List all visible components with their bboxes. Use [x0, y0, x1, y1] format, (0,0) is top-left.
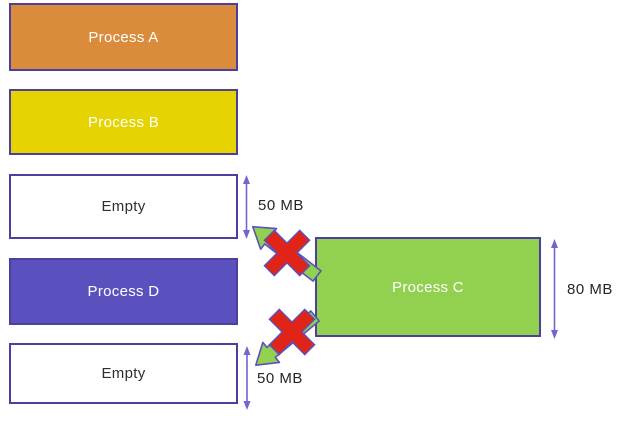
memory-block-empty-1: Empty — [9, 174, 238, 239]
measure-arrow-process-c-icon — [551, 239, 558, 339]
memory-block-empty-2: Empty — [9, 343, 238, 404]
memory-block-label: Empty — [101, 198, 146, 215]
memory-block-label: Empty — [101, 365, 146, 382]
size-label-empty-2: 50 MB — [257, 370, 303, 387]
measure-arrow-empty-2-icon — [243, 346, 251, 410]
move-arrow-upper-icon — [251, 225, 322, 282]
memory-block-label: Process B — [87, 113, 160, 131]
blocked-cross-upper-icon — [263, 229, 311, 277]
memory-block-process-a: Process A — [9, 3, 238, 71]
memory-block-label: Process D — [87, 283, 160, 300]
memory-block-process-d: Process D — [9, 258, 238, 325]
memory-block-process-b: Process B — [9, 89, 238, 155]
memory-block-label: Process A — [88, 28, 159, 46]
memory-block-label: Process C — [392, 278, 464, 296]
memory-block-process-c: Process C — [315, 237, 541, 337]
measure-arrow-empty-1-icon — [243, 175, 250, 239]
size-label-process-c: 80 MB — [567, 281, 613, 298]
size-label-empty-1: 50 MB — [258, 197, 304, 214]
move-arrow-lower-icon — [254, 310, 320, 366]
